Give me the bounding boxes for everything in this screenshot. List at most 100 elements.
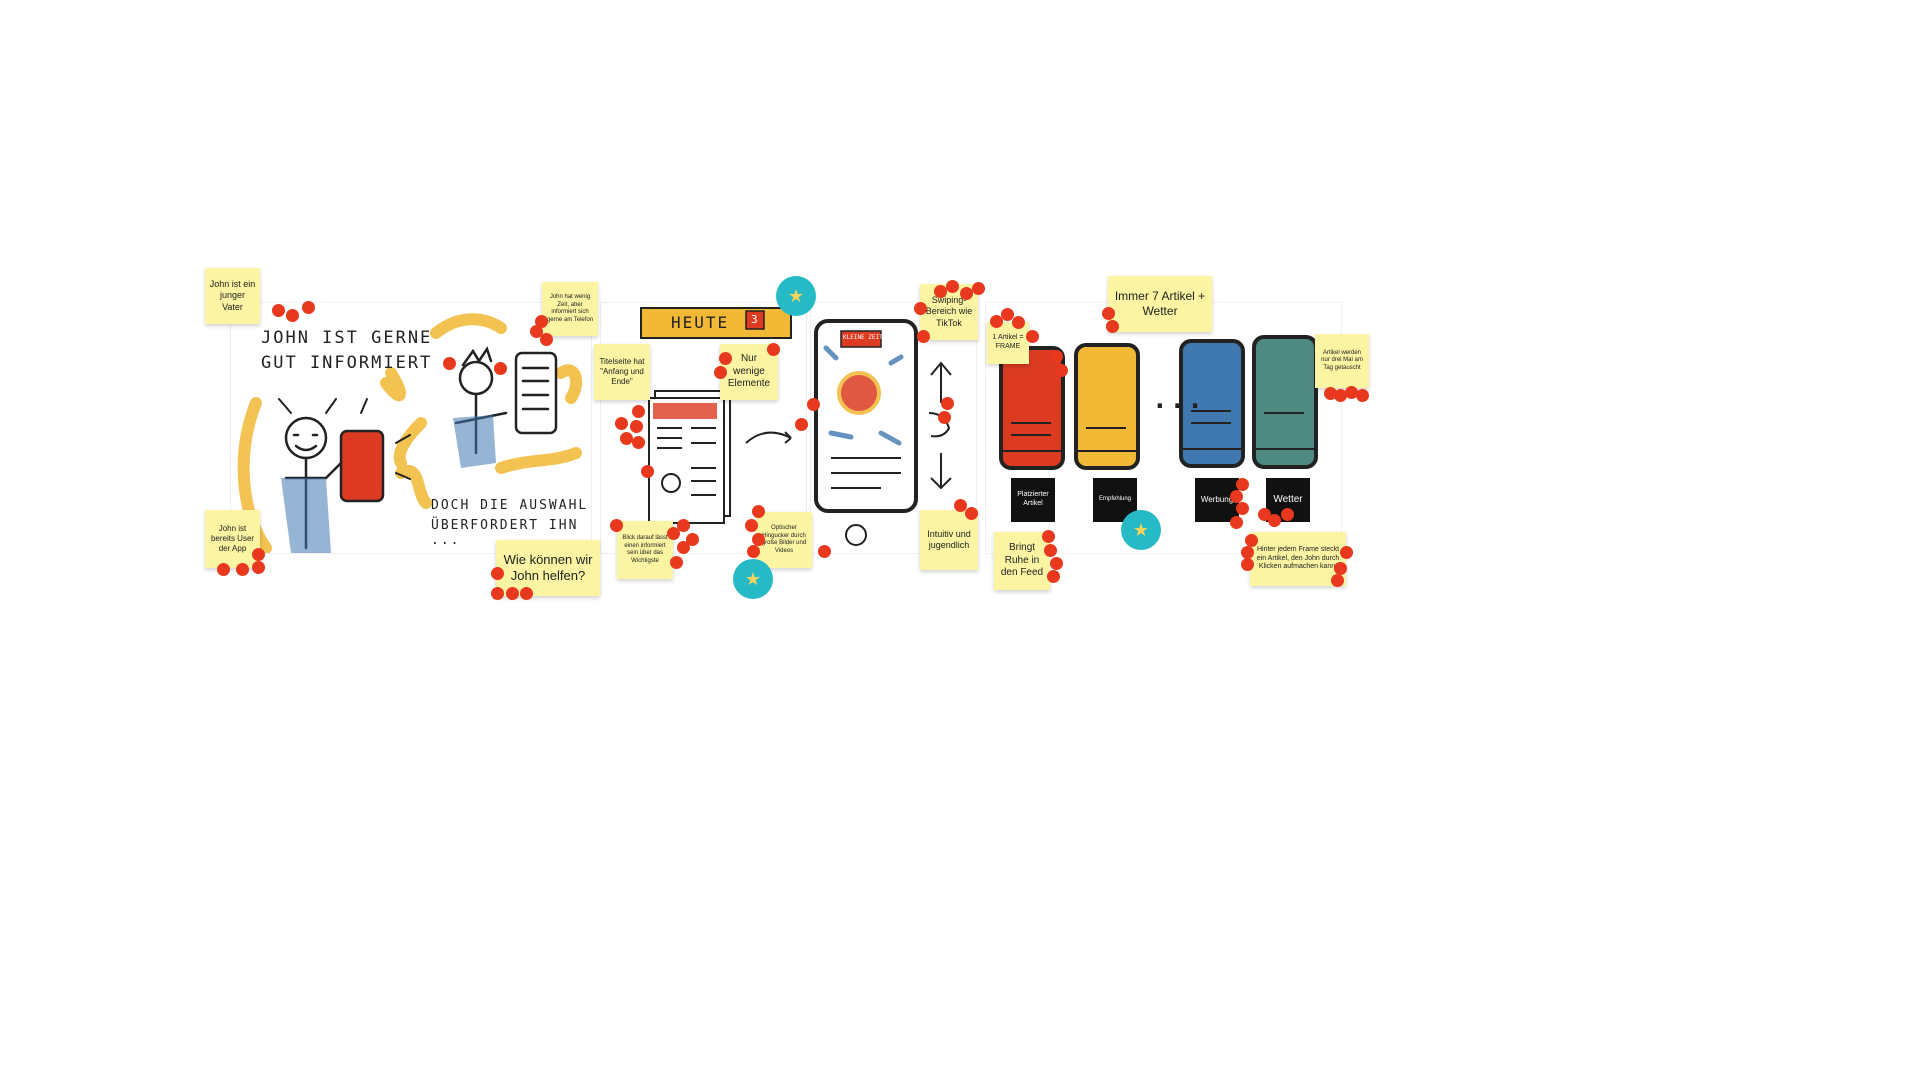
vote-dot[interactable] bbox=[1324, 387, 1337, 400]
vote-dot[interactable] bbox=[747, 545, 760, 558]
vote-dot[interactable] bbox=[807, 398, 820, 411]
vote-dot[interactable] bbox=[641, 465, 654, 478]
vote-dot[interactable] bbox=[1331, 574, 1344, 587]
vote-dot[interactable] bbox=[719, 352, 732, 365]
sketch-caption-2: ÜBERFORDERT IHN ... bbox=[431, 518, 579, 548]
vote-dot[interactable] bbox=[1245, 534, 1258, 547]
vote-dot[interactable] bbox=[1001, 308, 1014, 321]
sticky-note[interactable]: Hinter jedem Frame steckt ein Artikel, d… bbox=[1250, 532, 1346, 586]
vote-dot[interactable] bbox=[615, 417, 628, 430]
vote-dot[interactable] bbox=[1050, 557, 1063, 570]
vote-dot[interactable] bbox=[714, 366, 727, 379]
vote-dot[interactable] bbox=[990, 315, 1003, 328]
vote-dot[interactable] bbox=[443, 357, 456, 370]
vote-dot[interactable] bbox=[1055, 364, 1068, 377]
vote-dot[interactable] bbox=[1230, 490, 1243, 503]
vote-dot[interactable] bbox=[632, 405, 645, 418]
vote-dot[interactable] bbox=[1012, 316, 1025, 329]
star-badge-icon[interactable]: ★ bbox=[733, 559, 773, 599]
vote-dot[interactable] bbox=[1241, 546, 1254, 559]
vote-dot[interactable] bbox=[1044, 544, 1057, 557]
vote-dot[interactable] bbox=[752, 533, 765, 546]
vote-dot[interactable] bbox=[1042, 530, 1055, 543]
vote-dot[interactable] bbox=[1026, 330, 1039, 343]
vote-dot[interactable] bbox=[941, 397, 954, 410]
vote-dot[interactable] bbox=[540, 333, 553, 346]
vote-dot[interactable] bbox=[1334, 389, 1347, 402]
vote-dot[interactable] bbox=[494, 362, 507, 375]
sticky-note[interactable]: Optischer Hingucker durch große Bilder u… bbox=[756, 512, 812, 568]
vote-dot[interactable] bbox=[767, 343, 780, 356]
vote-dot[interactable] bbox=[960, 287, 973, 300]
vote-dot[interactable] bbox=[1258, 508, 1271, 521]
vote-dot[interactable] bbox=[795, 418, 808, 431]
vote-dot[interactable] bbox=[1230, 516, 1243, 529]
vote-dot[interactable] bbox=[1106, 320, 1119, 333]
vote-dot[interactable] bbox=[1047, 570, 1060, 583]
vote-dot[interactable] bbox=[1268, 514, 1281, 527]
vote-dot[interactable] bbox=[1345, 386, 1358, 399]
vote-dot[interactable] bbox=[610, 519, 623, 532]
storyboard-panel-swipe[interactable]: KLEINE ZEITUNG bbox=[810, 302, 977, 554]
vote-dot[interactable] bbox=[252, 561, 265, 574]
vote-dot[interactable] bbox=[745, 519, 758, 532]
sticky-note[interactable]: Blick darauf lässt einen informiert sein… bbox=[617, 521, 673, 579]
sticky-note[interactable]: Titelseite hat "Anfang und Ende" bbox=[594, 344, 650, 400]
vote-dot[interactable] bbox=[914, 302, 927, 315]
sticky-note[interactable]: Bringt Ruhe in den Feed bbox=[994, 532, 1050, 590]
vote-dot[interactable] bbox=[1050, 350, 1063, 363]
vote-dot[interactable] bbox=[530, 325, 543, 338]
star-badge-icon[interactable]: ★ bbox=[1121, 510, 1161, 550]
vote-dot[interactable] bbox=[954, 499, 967, 512]
sticky-note[interactable]: Wie können wir John helfen? bbox=[496, 540, 600, 596]
vote-dot[interactable] bbox=[620, 432, 633, 445]
vote-dot[interactable] bbox=[686, 533, 699, 546]
vote-dot[interactable] bbox=[506, 587, 519, 600]
vote-dot[interactable] bbox=[252, 548, 265, 561]
vote-dot[interactable] bbox=[286, 309, 299, 322]
calendar-number: 3 bbox=[751, 313, 760, 326]
vote-dot[interactable] bbox=[632, 436, 645, 449]
vote-dot[interactable] bbox=[917, 330, 930, 343]
heute-banner: HEUTE bbox=[671, 313, 730, 332]
vote-dot[interactable] bbox=[535, 315, 548, 328]
vote-dot[interactable] bbox=[670, 556, 683, 569]
sticky-note[interactable]: John ist bereits User der App bbox=[205, 510, 260, 568]
star-badge-icon[interactable]: ★ bbox=[776, 276, 816, 316]
vote-dot[interactable] bbox=[972, 282, 985, 295]
sticky-note[interactable]: John hat wenig Zeit, aber informiert sic… bbox=[542, 282, 598, 336]
vote-dot[interactable] bbox=[1102, 307, 1115, 320]
sticky-note[interactable]: John ist ein junger Vater bbox=[205, 268, 260, 324]
vote-dot[interactable] bbox=[934, 285, 947, 298]
vote-dot[interactable] bbox=[1356, 389, 1369, 402]
vote-dot[interactable] bbox=[677, 541, 690, 554]
vote-dot[interactable] bbox=[217, 563, 230, 576]
vote-dot[interactable] bbox=[520, 587, 533, 600]
storyboard-panel-john[interactable]: JOHN IST GERNE GUT INFORMIERT DOCH DIE A… bbox=[230, 302, 592, 554]
vote-dot[interactable] bbox=[491, 587, 504, 600]
sticky-note[interactable]: Artikel werden nur drei Mal am Tag getau… bbox=[1315, 334, 1369, 388]
label-placed-article[interactable]: Platzierter Artikel bbox=[1011, 478, 1055, 522]
sticky-note[interactable]: Immer 7 Artikel + Wetter bbox=[1108, 276, 1212, 332]
vote-dot[interactable] bbox=[1281, 508, 1294, 521]
vote-dot[interactable] bbox=[1236, 478, 1249, 491]
vote-dot[interactable] bbox=[1241, 558, 1254, 571]
vote-dot[interactable] bbox=[1236, 502, 1249, 515]
vote-dot[interactable] bbox=[1334, 562, 1347, 575]
sticky-note[interactable]: 1 Artikel = FRAME bbox=[987, 322, 1029, 364]
vote-dot[interactable] bbox=[965, 507, 978, 520]
vote-dot[interactable] bbox=[938, 411, 951, 424]
vote-dot[interactable] bbox=[818, 545, 831, 558]
vote-dot[interactable] bbox=[667, 527, 680, 540]
vote-dot[interactable] bbox=[630, 420, 643, 433]
vote-dot[interactable] bbox=[302, 301, 315, 314]
vote-dot[interactable] bbox=[1340, 546, 1353, 559]
vote-dot[interactable] bbox=[677, 519, 690, 532]
vote-dot[interactable] bbox=[491, 567, 504, 580]
vote-dot[interactable] bbox=[236, 563, 249, 576]
vote-dot[interactable] bbox=[946, 280, 959, 293]
sticky-note[interactable]: Intuitiv und jugendlich bbox=[920, 510, 978, 570]
vote-dot[interactable] bbox=[272, 304, 285, 317]
vote-dot[interactable] bbox=[752, 505, 765, 518]
